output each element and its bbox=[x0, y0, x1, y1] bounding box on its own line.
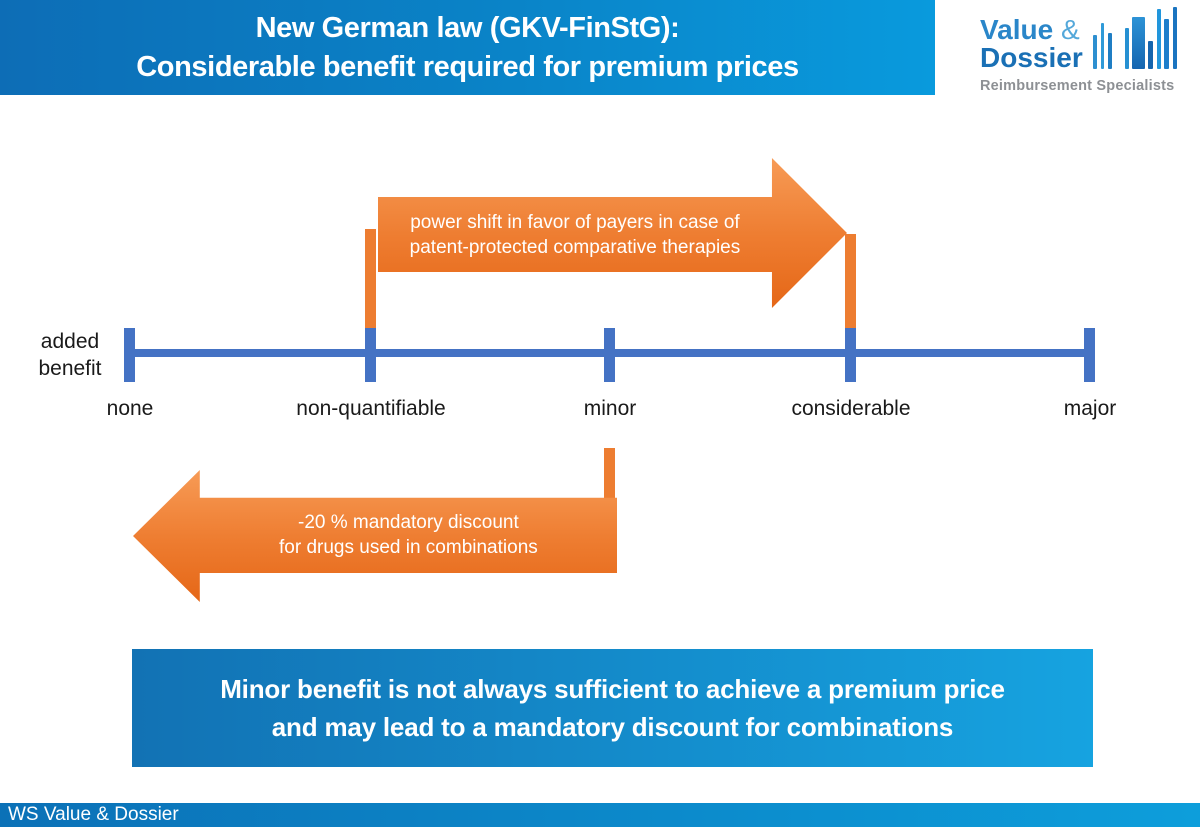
tick-major bbox=[1084, 328, 1095, 382]
power-shift-line2: patent-protected comparative therapies bbox=[409, 236, 741, 258]
label-considerable: considerable bbox=[791, 397, 911, 420]
mandatory-discount-arrow: -20 % mandatory discount for drugs used … bbox=[133, 470, 617, 602]
axis-caption-line2: benefit bbox=[38, 357, 102, 380]
axis-caption: added benefit bbox=[20, 328, 120, 382]
label-none: none bbox=[106, 397, 154, 420]
tick-considerable bbox=[845, 328, 856, 382]
discount-line1: -20 % mandatory discount bbox=[298, 512, 519, 534]
key-message-box: Minor benefit is not always sufficient t… bbox=[132, 649, 1093, 767]
logo-name-value: Value bbox=[980, 14, 1054, 45]
power-shift-line1: power shift in favor of payers in case o… bbox=[410, 211, 740, 233]
label-minor: minor bbox=[583, 397, 637, 420]
axis-caption-line1: added bbox=[40, 330, 100, 353]
slide-title-line2: Considerable benefit required for premiu… bbox=[136, 50, 799, 83]
tick-minor bbox=[604, 328, 615, 382]
bar-chart-icon bbox=[1090, 6, 1182, 69]
key-message-line2: and may lead to a mandatory discount for… bbox=[271, 712, 954, 742]
logo-name-line2: Dossier bbox=[980, 42, 1083, 73]
connector-minor bbox=[604, 448, 615, 505]
key-message-line1: Minor benefit is not always sufficient t… bbox=[220, 674, 1005, 704]
footer-bar: WS Value & Dossier bbox=[0, 803, 1200, 827]
logo-ampersand: & bbox=[1060, 14, 1080, 45]
logo-tagline: Reimbursement Specialists bbox=[980, 78, 1175, 94]
mandatory-discount-arrow-text: -20 % mandatory discount for drugs used … bbox=[200, 498, 617, 573]
company-logo: Value & Dossier Reimbursement Specialist… bbox=[960, 0, 1200, 105]
label-non-quantifiable: non-quantifiable bbox=[296, 397, 446, 420]
power-shift-arrow-text: power shift in favor of payers in case o… bbox=[378, 197, 772, 272]
connector-considerable bbox=[845, 234, 856, 329]
tick-non-quantifiable bbox=[365, 328, 376, 382]
tick-none bbox=[124, 328, 135, 382]
footer-text: WS Value & Dossier bbox=[8, 804, 179, 825]
label-major: major bbox=[1063, 397, 1117, 420]
power-shift-arrow: power shift in favor of payers in case o… bbox=[378, 158, 847, 308]
discount-line2: for drugs used in combinations bbox=[279, 537, 538, 559]
logo-name-line1: Value & bbox=[980, 16, 1080, 44]
connector-non-quantifiable bbox=[365, 229, 376, 329]
header-band: New German law (GKV-FinStG): Considerabl… bbox=[0, 0, 935, 95]
slide-title-line1: New German law (GKV-FinStG): bbox=[255, 11, 680, 44]
